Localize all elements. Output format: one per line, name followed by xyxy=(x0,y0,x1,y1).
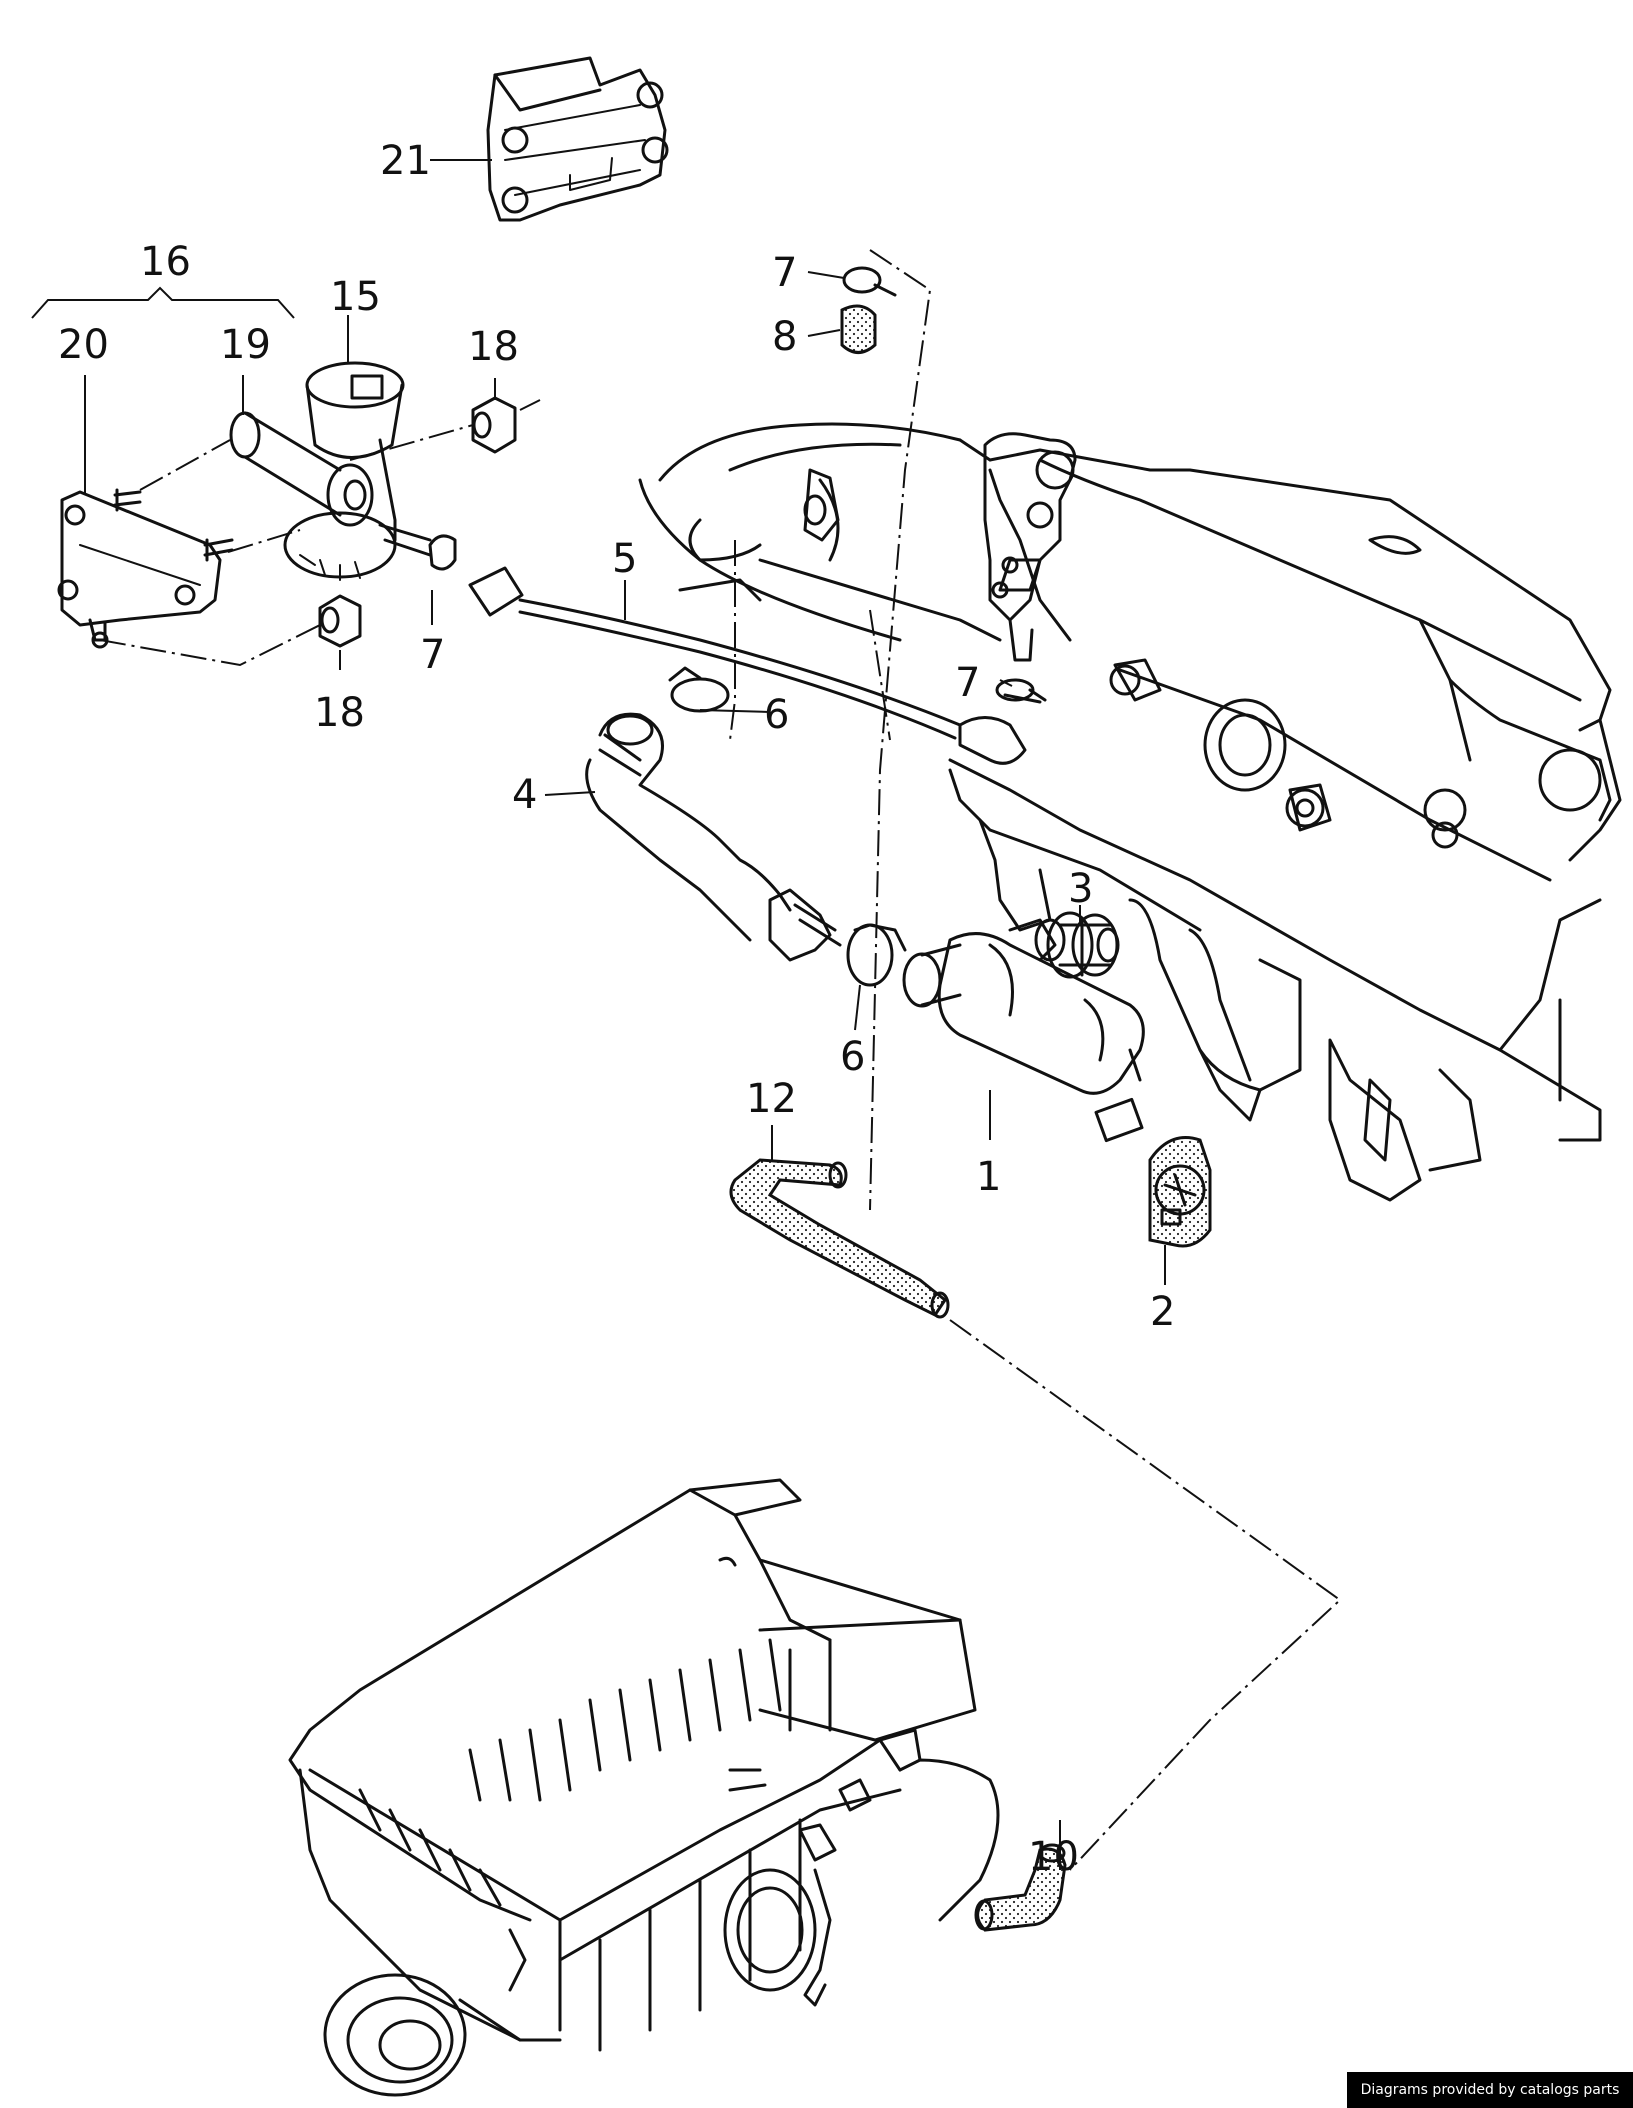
label-7-right: 7 xyxy=(955,660,980,706)
label-4: 4 xyxy=(512,772,537,818)
label-21: 21 xyxy=(380,138,431,184)
part-2-bracket xyxy=(1148,1136,1212,1248)
part-10-hose xyxy=(974,1843,1067,1932)
part-7-clip-left xyxy=(428,534,457,571)
part-6-clip-upper xyxy=(668,666,730,713)
credit-banner: Diagrams provided by catalogs parts xyxy=(1347,2072,1633,2108)
label-15: 15 xyxy=(330,274,381,320)
label-7-top: 7 xyxy=(772,250,797,296)
part-18-nut-lower xyxy=(318,594,362,648)
label-6-upper: 6 xyxy=(764,692,789,738)
label-12: 12 xyxy=(746,1076,797,1122)
label-18-lower: 18 xyxy=(314,690,365,736)
part-20-bracket xyxy=(57,490,222,649)
part-8-cap xyxy=(840,304,877,354)
label-10: 10 xyxy=(1028,1834,1079,1880)
label-2: 2 xyxy=(1150,1289,1175,1335)
part-5-hose xyxy=(468,566,1027,765)
label-20: 20 xyxy=(58,322,109,368)
part-19-bushing xyxy=(229,411,374,527)
part-12-hose xyxy=(729,1158,950,1319)
part-6-clip-lower xyxy=(846,923,907,987)
label-1: 1 xyxy=(976,1154,1001,1200)
callout-lines xyxy=(31,159,1166,1870)
label-6-lower: 6 xyxy=(840,1034,865,1080)
part-7-clip-right xyxy=(995,678,1047,704)
part-21-bracket xyxy=(486,56,669,222)
label-19: 19 xyxy=(220,322,271,368)
part-15-valve xyxy=(283,361,432,581)
part-labels: 21 16 15 20 19 18 18 7 7 8 5 7 6 4 3 6 1… xyxy=(58,138,1175,1880)
part-7-clip-top xyxy=(842,266,897,297)
label-7-left: 7 xyxy=(420,632,445,678)
label-18-upper: 18 xyxy=(468,324,519,370)
label-8: 8 xyxy=(772,314,797,360)
label-16: 16 xyxy=(140,239,191,285)
air-filter-housing xyxy=(288,1478,1000,2097)
bolts xyxy=(113,488,234,562)
label-3: 3 xyxy=(1068,866,1093,912)
label-5: 5 xyxy=(612,536,637,582)
part-3-grommet xyxy=(1046,911,1120,979)
part-18-nut-upper xyxy=(471,396,517,454)
part-1-air-pump xyxy=(902,918,1145,1143)
part-4-hose xyxy=(585,712,842,962)
